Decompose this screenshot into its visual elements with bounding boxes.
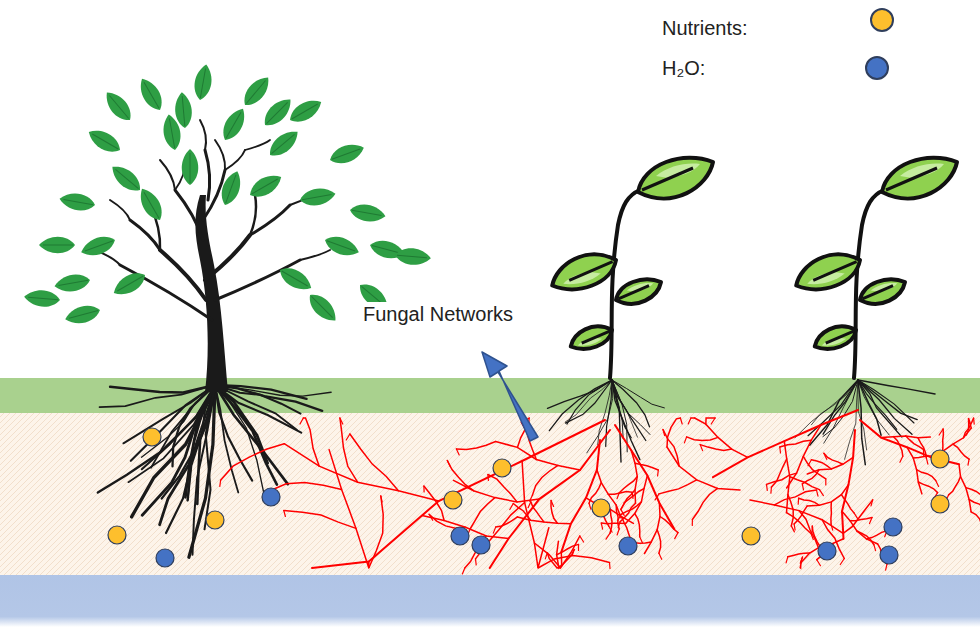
network-label: Fungal Networks: [363, 302, 513, 326]
grass-band: [0, 378, 980, 413]
legend-swatch: [870, 8, 894, 32]
legend-text: H₂O:: [662, 56, 705, 80]
soil-layer: [0, 413, 980, 575]
legend-text: Nutrients:: [662, 16, 748, 40]
tree-branches: [95, 120, 330, 320]
tree-leaves: [23, 63, 431, 327]
groundwater-band: [0, 575, 980, 627]
soil-particles: [108, 428, 949, 567]
fungal-network: [220, 410, 980, 574]
legend-swatch: [865, 56, 889, 80]
seedlings: [552, 158, 957, 378]
direction-arrow: [482, 352, 538, 441]
